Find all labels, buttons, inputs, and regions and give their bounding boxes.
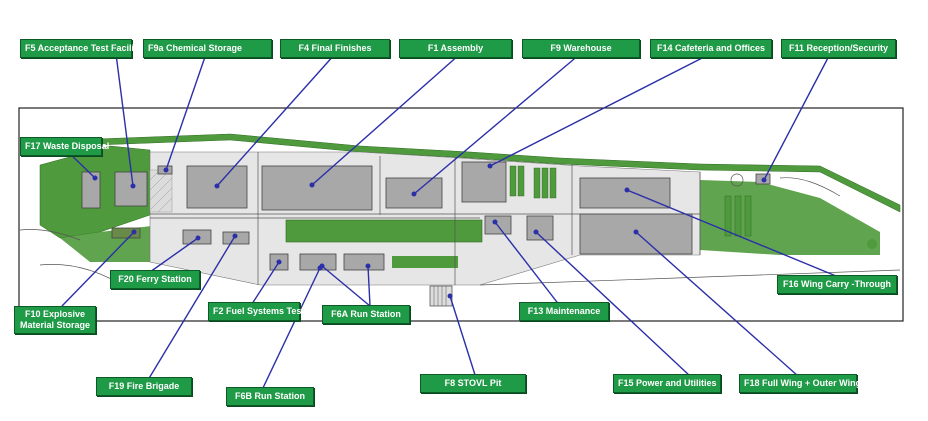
label-f4: F4 Final Finishes bbox=[280, 39, 390, 58]
label-f18: F18 Full Wing + Outer Wing bbox=[739, 374, 861, 393]
south-green-panel bbox=[392, 256, 458, 268]
site-pond bbox=[867, 239, 877, 249]
label-f8: F8 STOVL Pit bbox=[420, 374, 526, 393]
leader-f2 bbox=[251, 261, 280, 305]
leader-f14 bbox=[489, 53, 711, 167]
building-f16 bbox=[579, 177, 671, 209]
leader-f5 bbox=[115, 53, 134, 187]
central-green-panel bbox=[285, 219, 483, 243]
roundabout bbox=[730, 173, 744, 187]
building-f1 bbox=[261, 165, 373, 211]
leader-f1 bbox=[311, 53, 461, 186]
leader-lines bbox=[61, 53, 837, 391]
leader-f20 bbox=[149, 237, 199, 273]
label-f10: F10 Explosive Material Storage bbox=[14, 306, 96, 334]
label-f17: F17 Waste Disposal bbox=[20, 137, 109, 156]
leader-f9a bbox=[165, 53, 207, 171]
leader-f4 bbox=[216, 53, 336, 187]
building-f6b bbox=[299, 253, 337, 271]
leader-f6a-b bbox=[367, 265, 371, 307]
leader-f18 bbox=[635, 231, 799, 377]
label-f1: F1 Assembly bbox=[399, 39, 512, 58]
north-landscape-strip bbox=[69, 133, 901, 213]
leader-f9 bbox=[413, 53, 581, 195]
building-f14 bbox=[461, 161, 507, 203]
label-f16: F16 Wing Carry -Through bbox=[777, 275, 897, 294]
leader-f11 bbox=[763, 53, 831, 181]
leader-f8 bbox=[449, 295, 477, 379]
label-f6a: F6A Run Station bbox=[322, 305, 410, 324]
label-f20: F20 Ferry Station bbox=[110, 270, 200, 289]
label-f9a: F9a Chemical Storage bbox=[143, 39, 272, 58]
label-f19: F19 Fire Brigade bbox=[96, 377, 192, 396]
label-f11: F11 Reception/Security bbox=[781, 39, 896, 58]
label-f14: F14 Cafeteria and Offices bbox=[650, 39, 772, 58]
building-f6a bbox=[343, 253, 385, 271]
leader-f19 bbox=[147, 235, 236, 381]
label-f9: F9 Warehouse bbox=[522, 39, 640, 58]
leader-f13 bbox=[494, 221, 561, 307]
leader-f6a bbox=[321, 265, 371, 307]
label-f6b: F6B Run Station bbox=[226, 387, 314, 406]
building-f10 bbox=[111, 227, 141, 239]
building-f5 bbox=[114, 171, 148, 207]
building-f4 bbox=[186, 165, 248, 209]
building-f17 bbox=[81, 171, 101, 209]
leader-endpoints bbox=[92, 163, 767, 299]
leader-f10 bbox=[61, 231, 135, 307]
road-lines bbox=[19, 152, 901, 291]
leader-f15 bbox=[535, 231, 691, 377]
leader-f6b bbox=[261, 267, 321, 391]
label-f13: F13 Maintenance bbox=[519, 302, 609, 321]
label-f2: F2 Fuel Systems Test bbox=[208, 302, 304, 321]
leader-f16 bbox=[626, 189, 837, 277]
label-f15: F15 Power and Utilities bbox=[613, 374, 721, 393]
label-f5: F5 Acceptance Test Facility bbox=[20, 39, 142, 58]
